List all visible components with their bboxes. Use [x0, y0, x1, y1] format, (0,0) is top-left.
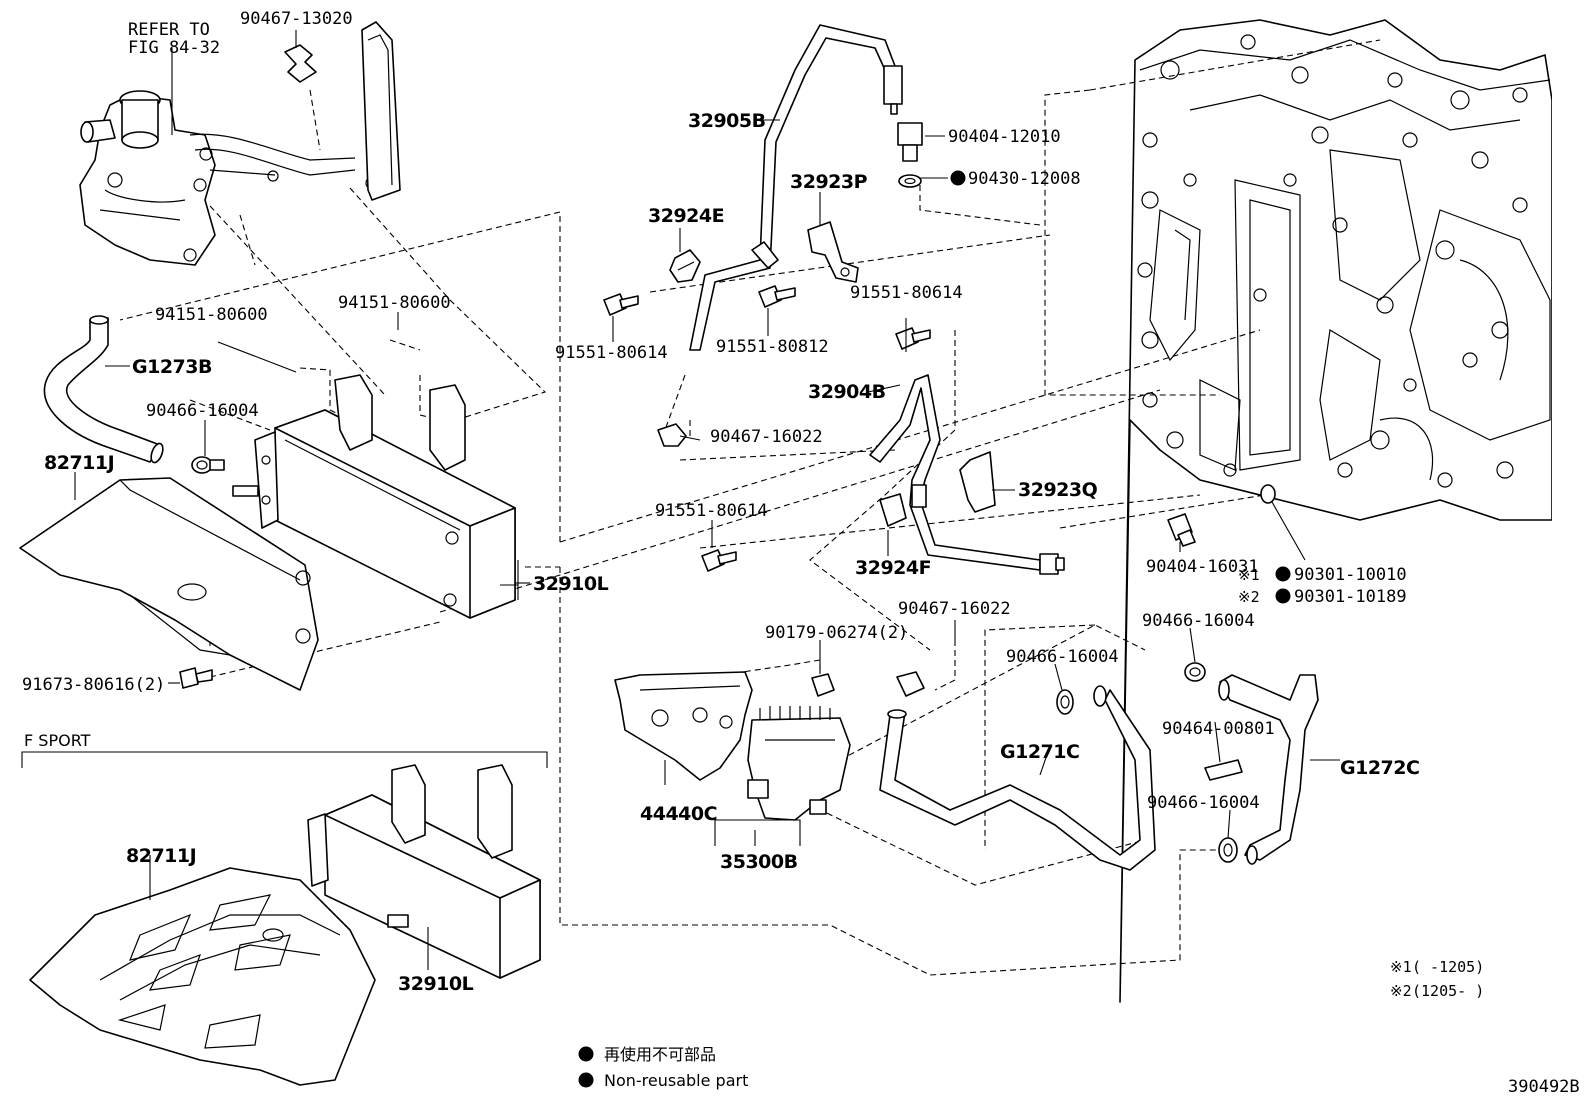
legend-dot-en	[578, 1072, 594, 1088]
label-44440c: 44440C	[640, 803, 717, 825]
non-reusable-dot	[1275, 588, 1291, 604]
label-90430-12008: 90430-12008	[968, 169, 1081, 189]
label-32904b: 32904B	[808, 381, 886, 403]
label-90464-00801: 90464-00801	[1162, 719, 1275, 739]
fsport-bracket-line	[21, 751, 548, 768]
hose-g1272c	[1218, 674, 1319, 865]
label-90404-12010: 90404-12010	[948, 127, 1061, 147]
label-32923q: 32923Q	[1018, 479, 1098, 501]
label-32910l-upper: 32910L	[533, 573, 609, 595]
label-90179-06274: 90179-06274(2)	[765, 623, 908, 643]
label-90466-16004-d: 90466-16004	[1147, 793, 1260, 813]
water-pump	[79, 90, 379, 266]
pipe-32905b	[689, 24, 903, 351]
clip-90467-16022-b	[896, 671, 925, 697]
label-91551-80614-b: 91551-80614	[850, 283, 963, 303]
legend-jp: 再使用不可部品	[604, 1045, 716, 1064]
label-91673-80616: 91673-80616(2)	[22, 675, 165, 695]
note-1-mark: ※1	[1390, 958, 1412, 976]
fsport-label: F SPORT	[24, 731, 91, 750]
label-90467-13020: 90467-13020	[240, 9, 353, 29]
label-90301-10189: 90301-10189	[1294, 587, 1407, 607]
clamp-90466-16004-c	[1184, 662, 1206, 682]
bracket-32923p	[807, 221, 859, 283]
label-g1273b: G1273B	[132, 356, 212, 378]
clip-90464-00801	[1204, 759, 1243, 781]
label-90467-16022-b: 90467-16022	[898, 599, 1011, 619]
note-2-mark: ※2	[1390, 982, 1412, 1000]
gasket-90430-12008	[898, 174, 922, 188]
mark-1: ※1	[1238, 566, 1260, 584]
label-91551-80614-c: 91551-80614	[655, 501, 768, 521]
legend: 再使用不可部品 Non-reusable part	[578, 1045, 748, 1090]
label-82711j-lower: 82711J	[126, 845, 196, 867]
label-90466-16004-c: 90466-16004	[1006, 647, 1119, 667]
diagram-id: 390492B	[1508, 1077, 1580, 1097]
bolt-91673-80616	[179, 667, 213, 689]
label-32910l-lower: 32910L	[398, 973, 474, 995]
refer-note: REFER TO FIG 84-32	[128, 20, 220, 58]
engine-block	[1119, 19, 1553, 1003]
union-90404-16031	[1167, 513, 1196, 547]
clamp-90466-16004-d	[1218, 837, 1238, 863]
clamp-32924f	[879, 493, 907, 527]
note-1-text: ( -1205)	[1412, 958, 1484, 976]
label-g1271c: G1271C	[1000, 741, 1079, 763]
refer-note-line2: FIG 84-32	[128, 38, 220, 58]
pipe-32904b	[869, 374, 1065, 575]
bolts-91551	[603, 285, 931, 572]
oil-cooler-32910l-upper	[232, 374, 516, 619]
reference-dashed-lines	[119, 39, 1381, 976]
union-90404-12010	[897, 122, 923, 162]
label-90467-16022-a: 90467-16022	[710, 427, 823, 447]
label-g1272c: G1272C	[1340, 757, 1419, 779]
label-94151-80600-a: 94151-80600	[155, 305, 268, 325]
hose-g1271c	[879, 685, 1156, 871]
clip-90467-13020	[284, 44, 317, 83]
legend-dot-jp	[578, 1046, 594, 1062]
bracket-32923q	[959, 451, 996, 513]
note-2-text: (1205- )	[1412, 982, 1484, 1000]
leader-lines	[74, 30, 1340, 970]
label-91551-80614-a: 91551-80614	[555, 343, 668, 363]
label-90404-16031: 90404-16031	[1146, 557, 1259, 577]
mark-2: ※2	[1238, 588, 1260, 606]
label-90301-10010: 90301-10010	[1294, 565, 1407, 585]
gasket-90301	[1260, 484, 1276, 504]
shield-82711j-upper	[19, 477, 319, 691]
clip-90467-16022-a	[657, 423, 687, 447]
clamp-90466-16004-a	[191, 456, 225, 474]
label-90466-16004-a: 90466-16004	[146, 401, 259, 421]
label-32924e: 32924E	[648, 205, 724, 227]
nut-90179-06274	[811, 673, 835, 697]
refer-note-line1: REFER TO	[128, 20, 210, 40]
label-82711j-upper: 82711J	[44, 452, 114, 474]
non-reusable-dot	[1275, 566, 1291, 582]
non-reusable-dot	[950, 170, 966, 186]
label-94151-80600-b: 94151-80600	[338, 293, 451, 313]
clamp-90466-16004-b	[1056, 689, 1074, 715]
legend-en: Non-reusable part	[604, 1071, 748, 1090]
oil-cooler-32910l-lower	[307, 764, 541, 979]
label-32924f: 32924F	[855, 557, 931, 579]
label-35300b: 35300B	[720, 851, 798, 873]
label-91551-80812: 91551-80812	[716, 337, 829, 357]
label-32905b: 32905B	[688, 110, 766, 132]
bracket-44440c	[614, 671, 753, 781]
hose-g1273b	[43, 315, 164, 464]
electric-pump-35300b	[747, 706, 851, 821]
clamp-32924e	[669, 249, 701, 283]
shield-82711j-lower	[29, 867, 376, 1086]
label-90466-16004-b: 90466-16004	[1142, 611, 1255, 631]
bracket-vertical	[361, 21, 401, 201]
label-32923p: 32923P	[790, 171, 868, 193]
